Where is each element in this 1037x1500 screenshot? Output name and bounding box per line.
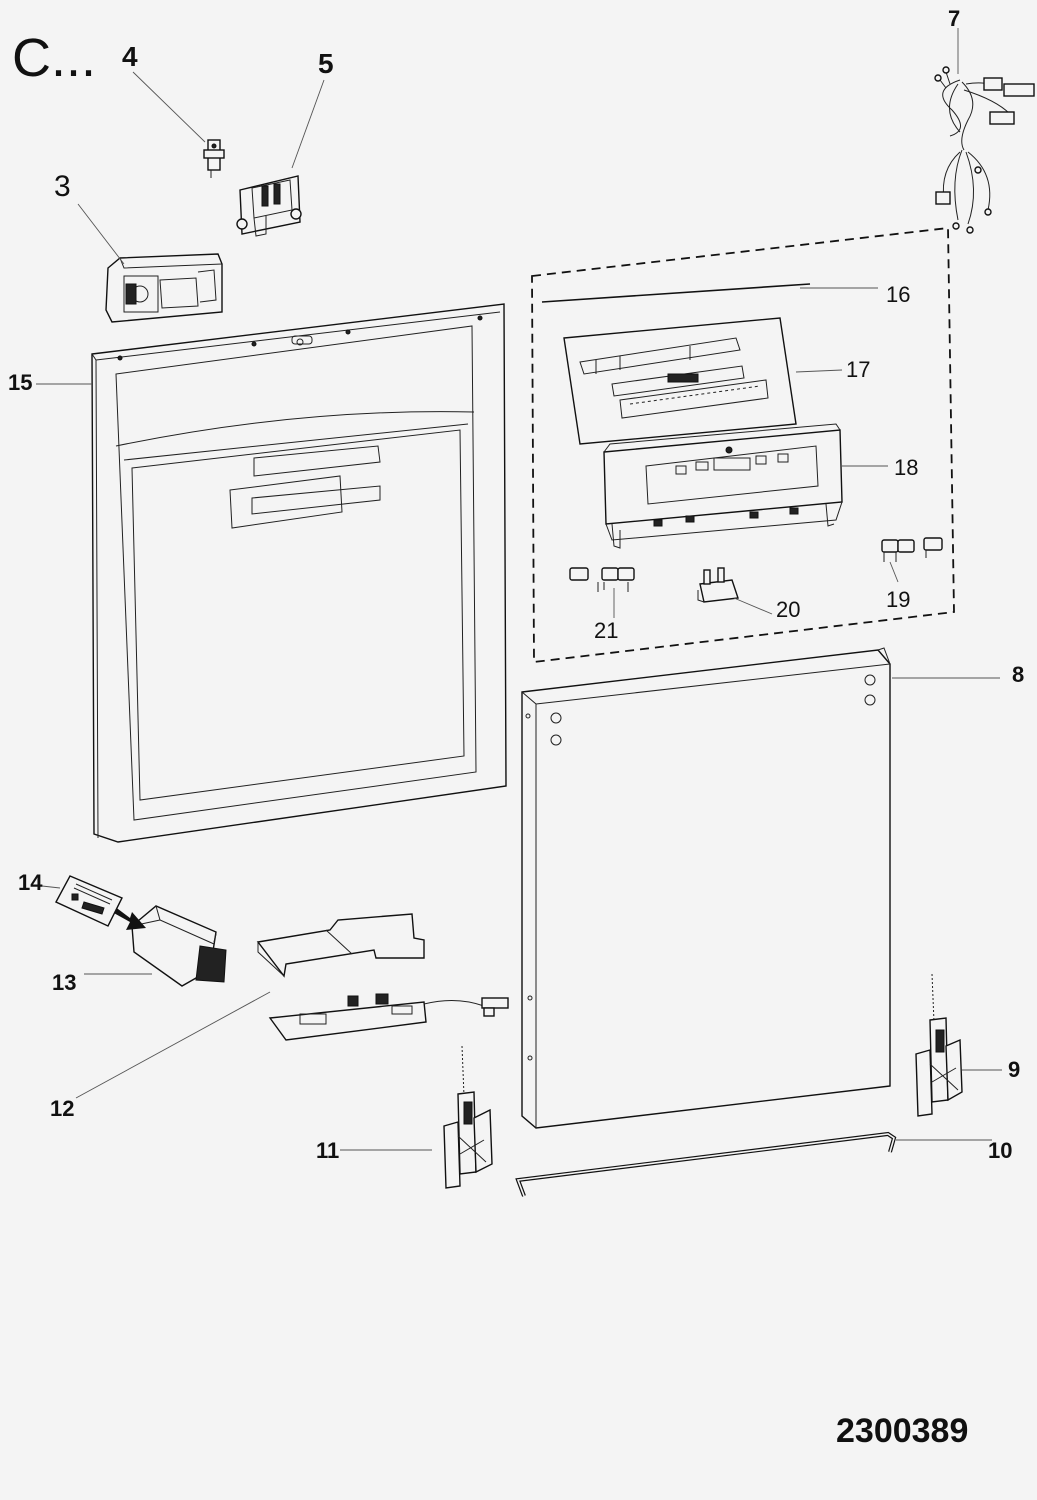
part-19-drawing[interactable] (881, 537, 943, 562)
part-21-drawing[interactable] (569, 567, 635, 592)
part-18-drawing[interactable] (603, 423, 843, 549)
label-part-11: 11 (316, 1138, 339, 1163)
label-part-17: 17 (846, 357, 870, 382)
part-11-hinge[interactable] (443, 1045, 493, 1189)
part-15-inner-door[interactable] (91, 303, 507, 843)
label-part-21: 21 (594, 618, 618, 643)
label-part-20: 20 (776, 597, 800, 622)
label-part-18: 18 (894, 455, 918, 480)
part-9-hinge[interactable] (915, 973, 963, 1117)
part-5-drawing[interactable] (236, 175, 302, 237)
label-part-7: 7 (948, 6, 960, 31)
part-13-drawing[interactable] (131, 905, 227, 987)
part-14-drawing[interactable] (55, 875, 123, 927)
label-part-10: 10 (988, 1138, 1012, 1163)
part-7-drawing[interactable] (934, 66, 1035, 234)
label-part-12: 12 (50, 1096, 74, 1121)
part-4-drawing[interactable] (203, 139, 225, 178)
label-part-9: 9 (1008, 1057, 1020, 1082)
header-mark: C... (12, 28, 96, 88)
label-part-5: 5 (318, 48, 334, 79)
label-part-4: 4 (122, 41, 138, 72)
label-part-15: 15 (8, 370, 32, 395)
label-part-19: 19 (886, 587, 910, 612)
part-16-drawing[interactable] (541, 283, 811, 303)
part-12-drawing[interactable] (256, 913, 509, 1041)
control-panel-group-outline (531, 226, 955, 664)
drawing-number: 2300389 (836, 1412, 968, 1450)
part-3-drawing[interactable] (105, 253, 223, 323)
label-part-8: 8 (1012, 662, 1024, 687)
part-8-outer-door[interactable] (521, 647, 891, 1129)
part-20-drawing[interactable] (697, 567, 739, 603)
part-17-drawing[interactable] (563, 317, 797, 445)
arrow-to-part-13 (112, 906, 146, 930)
label-part-3: 3 (54, 170, 71, 203)
label-part-14: 14 (18, 870, 43, 895)
label-part-13: 13 (52, 970, 76, 995)
label-part-16: 16 (886, 282, 910, 307)
part-10-rod[interactable] (515, 1131, 897, 1197)
